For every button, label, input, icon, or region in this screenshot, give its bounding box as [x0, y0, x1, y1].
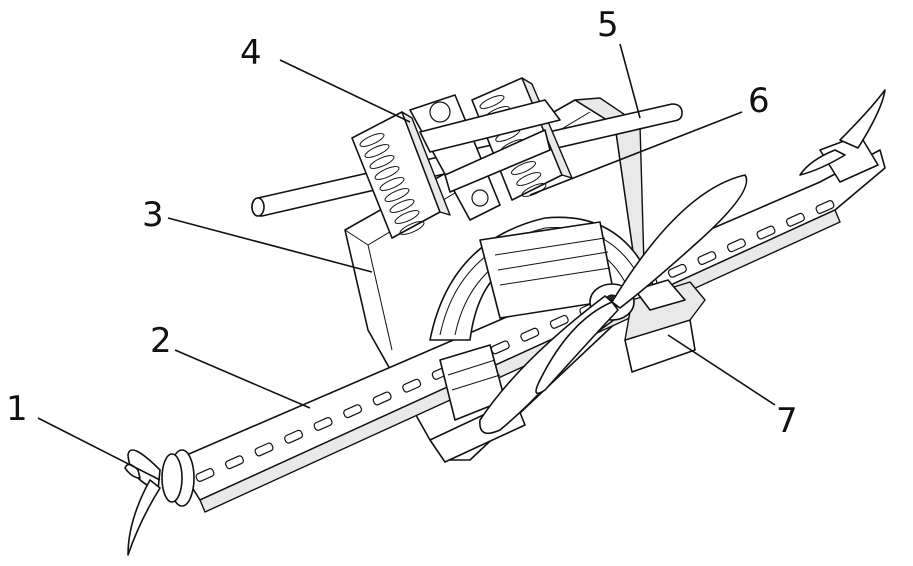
- leader-4: [280, 60, 410, 122]
- left-propeller: [125, 450, 194, 555]
- leader-1: [38, 418, 160, 480]
- callout-5: 5: [597, 5, 619, 45]
- right-propeller: [800, 90, 885, 182]
- callout-3: 3: [142, 195, 164, 235]
- leader-3: [168, 218, 372, 272]
- callout-6: 6: [748, 81, 770, 121]
- callout-7: 7: [776, 401, 798, 441]
- callout-4: 4: [240, 33, 262, 73]
- leader-7: [668, 335, 775, 405]
- leader-2: [175, 350, 310, 408]
- callout-1: 1: [6, 389, 28, 429]
- leader-5: [620, 44, 640, 118]
- callout-2: 2: [150, 321, 172, 361]
